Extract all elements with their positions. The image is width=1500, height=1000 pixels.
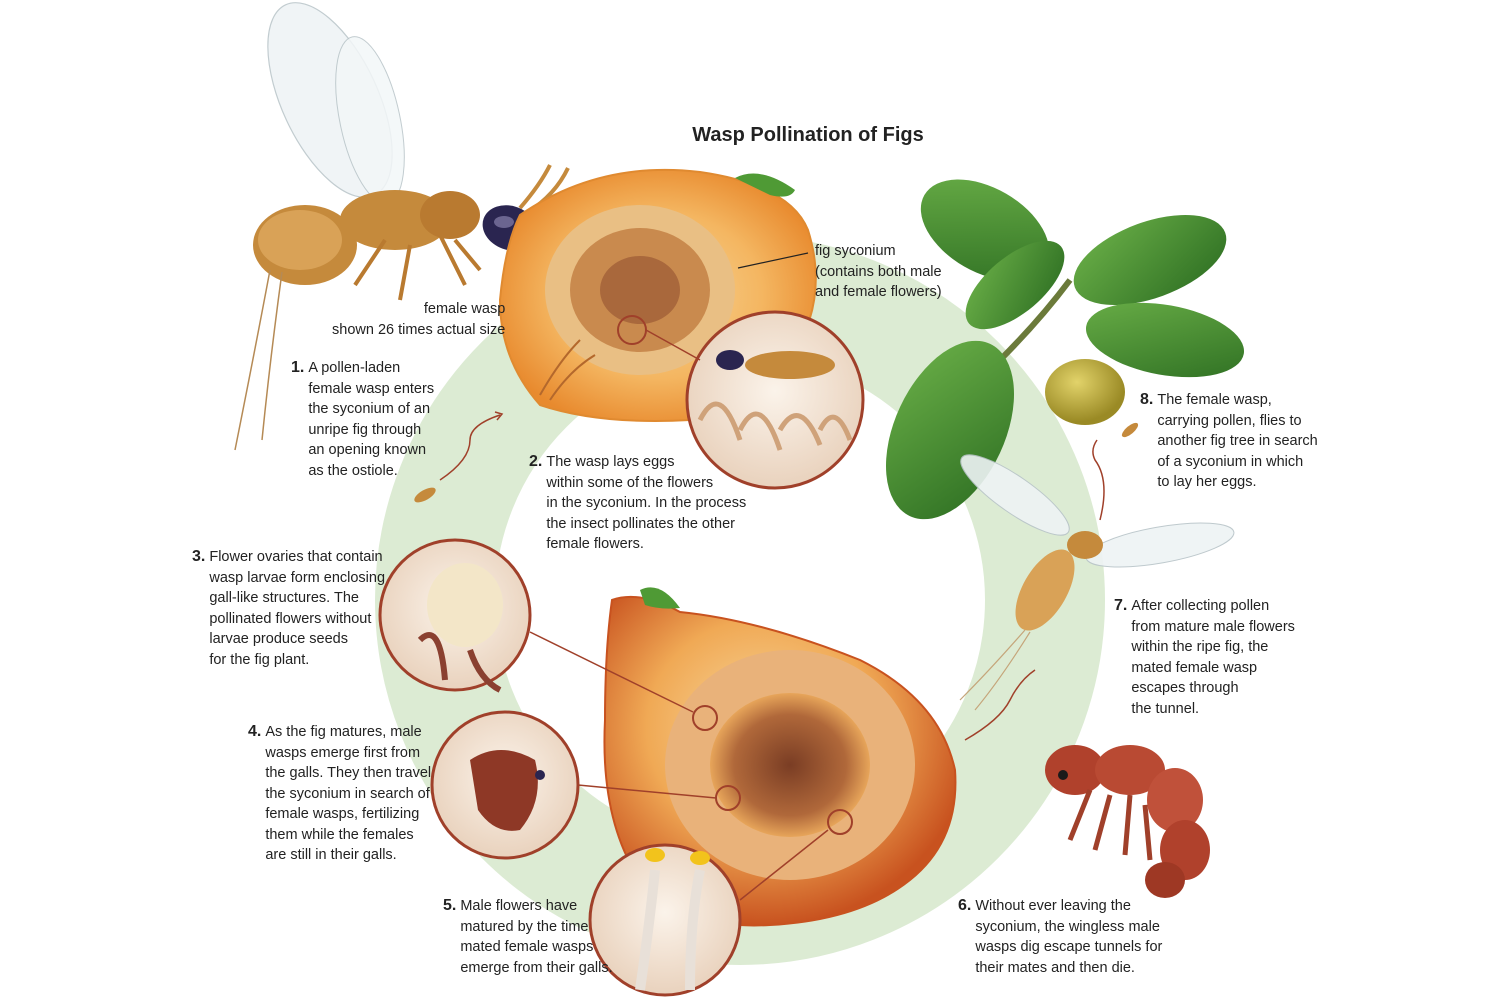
step-6-text: Without ever leaving the syconium, the w…: [975, 896, 1162, 978]
step-5-text: Male flowers have matured by the time ma…: [460, 896, 612, 978]
step-3-text: Flower ovaries that contain wasp larvae …: [209, 547, 385, 670]
step-3-number: 3.: [192, 547, 205, 670]
step-7-number: 7.: [1114, 596, 1127, 719]
step-5: 5. Male flowers have matured by the time…: [443, 896, 613, 978]
step-4: 4. As the fig matures, male wasps emerge…: [248, 722, 431, 866]
step-2: 2. The wasp lays eggs within some of the…: [529, 452, 746, 555]
step-7: 7. After collecting pollen from mature m…: [1114, 596, 1295, 719]
step-7-text: After collecting pollen from mature male…: [1131, 596, 1295, 719]
male-wasp-wingless: [1045, 745, 1210, 898]
step-1-number: 1.: [291, 358, 304, 481]
step-2-number: 2.: [529, 452, 542, 555]
step-1: 1. A pollen-laden female wasp enters the…: [291, 358, 434, 481]
step-4-text: As the fig matures, male wasps emerge fi…: [265, 722, 431, 866]
step-8-number: 8.: [1140, 390, 1153, 493]
diagram-title: Wasp Pollination of Figs: [0, 124, 1500, 147]
step-2-text: The wasp lays eggs within some of the fl…: [546, 452, 746, 555]
label-fig-syconium: fig syconium (contains both male and fem…: [815, 241, 942, 303]
step-8-text: The female wasp, carrying pollen, flies …: [1157, 390, 1317, 493]
step-6-number: 6.: [958, 896, 971, 978]
step-4-number: 4.: [248, 722, 261, 866]
step-3: 3. Flower ovaries that contain wasp larv…: [192, 547, 385, 670]
step-8: 8. The female wasp, carrying pollen, fli…: [1140, 390, 1318, 493]
step-1-text: A pollen-laden female wasp enters the sy…: [308, 358, 434, 481]
step-5-number: 5.: [443, 896, 456, 978]
label-wasp-scale: female wasp shown 26 times actual size: [332, 299, 505, 340]
step-6: 6. Without ever leaving the syconium, th…: [958, 896, 1162, 978]
